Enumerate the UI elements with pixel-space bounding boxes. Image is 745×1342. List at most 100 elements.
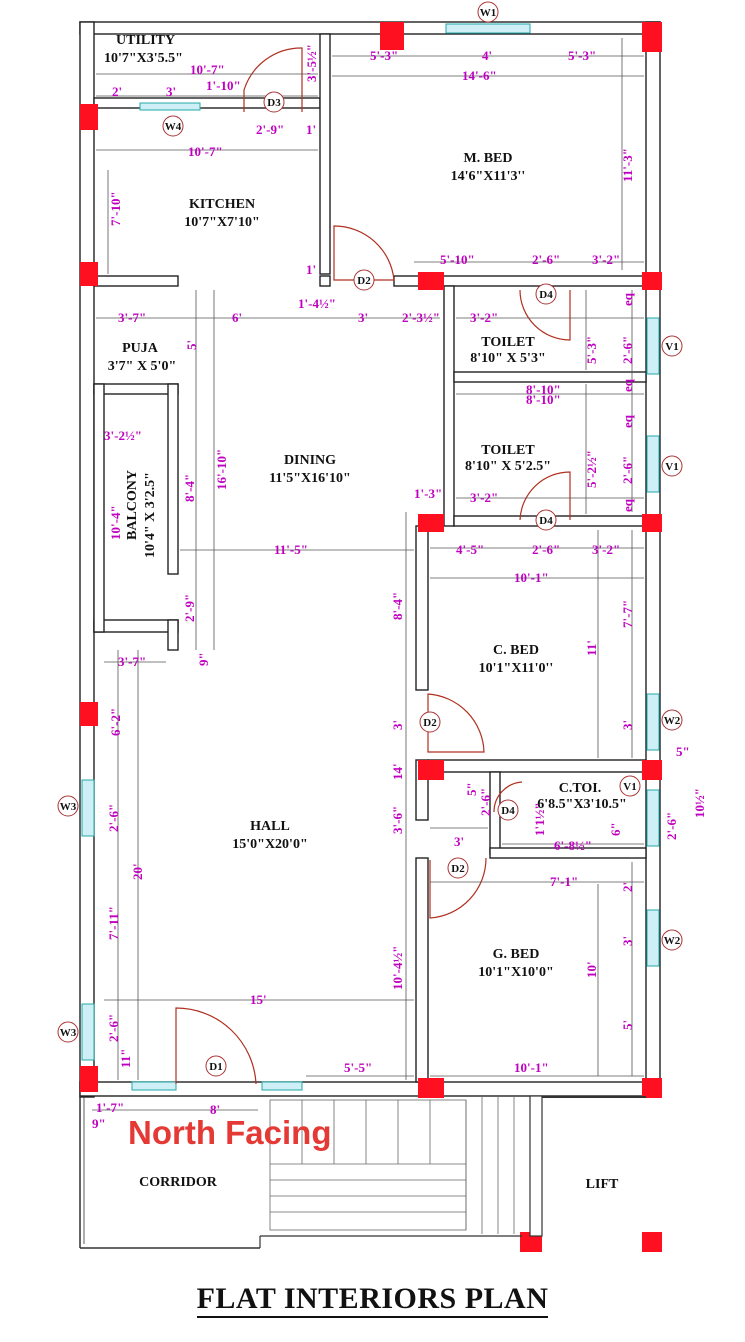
dim-label: 3'-7" [118,310,146,325]
dim-label: 5'-3" [584,336,599,364]
tag-d2c: D2 [447,857,469,879]
dim-label: 2'-9" [256,122,284,137]
dim-label: 3'-5½" [304,44,319,82]
dim-label: 5'-10" [440,252,475,267]
dim-label: 5" [676,744,690,759]
dim-label: 2'-6" [664,812,679,840]
tag-w3b-label: W3 [60,1027,77,1039]
tag-w1-label: W1 [480,7,497,19]
staircase [269,1096,515,1234]
dining-name: DINING [284,453,336,468]
dim-label: 9" [92,1116,106,1131]
dim-label: 10'-1" [514,570,549,585]
dim-label: 5'-2½" [584,450,599,488]
tag-d3-label: D3 [267,97,281,109]
dim-label: 5'-3" [568,48,596,63]
dim-label: 11'-5" [274,542,308,557]
dim-label: 3'-7" [118,654,146,669]
tag-d1-label: D1 [209,1061,222,1073]
dim-label: 2'-6" [106,1014,121,1042]
tag-w4-label: W4 [165,121,182,133]
lift-name: LIFT [586,1177,619,1192]
dim-label: eq [620,292,635,306]
dim-label: 10'-4½" [390,946,405,990]
dim-label: 1'-10" [206,78,241,93]
dim-label: 3'-2" [592,542,620,557]
dim-label: 5'-5" [344,1060,372,1075]
dim-label: 7'-10" [108,191,123,226]
dim-label: 10½" [692,788,707,818]
interior-walls [93,33,647,1083]
dim-label: 10'-7" [188,144,223,159]
tag-d4b-label: D4 [539,515,553,527]
balcony-size: 10'4" X 3'2.5" [143,472,158,558]
puja-name: PUJA [122,341,159,356]
dim-label: 7'-1" [550,874,578,889]
tag-w1: W1 [477,1,499,23]
tag-d2c-label: D2 [451,863,465,875]
tag-w2b: W2 [661,929,683,951]
mbed-size: 14'6"X11'3'' [451,169,526,184]
dim-label: 16'-10" [214,449,229,490]
structural-columns [80,22,662,1252]
dim-label: 8'-10" [526,392,561,407]
tag-d3: D3 [263,91,285,113]
dim-label: 7'-7" [620,600,635,628]
dim-label: 3' [358,310,368,325]
cbed-name: C. BED [493,643,539,658]
tag-v1a-label: V1 [665,341,678,353]
dim-label: 4'-5" [456,542,484,557]
tag-d4c: D4 [497,799,519,821]
dim-label: 3' [454,834,464,849]
tag-d4c-label: D4 [501,805,515,817]
utility-name: UTILITY [116,33,175,48]
tag-v1b-label: V1 [665,461,678,473]
plan-title-text: FLAT INTERIORS PLAN [196,1282,549,1318]
dim-label: 2'-3½" [402,310,440,325]
dim-label: 2'-9" [182,594,197,622]
lift-shaft [529,1095,646,1237]
tag-d1: D1 [205,1055,227,1077]
dim-label: 10'-7" [190,62,225,77]
tag-d2b: D2 [419,711,441,733]
dim-label: 6'-2" [108,708,123,736]
dim-label: 11' [584,640,599,656]
dim-label: 5' [620,1020,635,1030]
room-labels: UTILITY 10'7"X3'5.5" KITCHEN 10'7"X7'10"… [104,33,627,1192]
dim-label: 2' [112,84,122,99]
dim-label: 2'-6" [620,456,635,484]
dim-label: 5" [464,782,479,796]
dim-label: 2' [620,882,635,892]
dim-label: 8'-4" [390,592,405,620]
dim-label: 2'-6" [478,788,493,816]
toilet1-name: TOILET [481,335,535,350]
dim-label: 3'-2" [592,252,620,267]
plan-title: FLAT INTERIORS PLAN [0,1282,745,1318]
mbed-name: M. BED [464,151,513,166]
dim-label: 3'-2" [470,310,498,325]
tag-w4: W4 [162,115,184,137]
tag-w2a: W2 [661,709,683,731]
ctoi-size: 6'8.5"X3'10.5" [537,797,626,812]
dim-label: eq [620,414,635,428]
north-facing-note: North Facing [128,1114,332,1151]
dimension-labels: 10'-7" 3'-5½" 1'-10" 2' 3' 2'-9" 1' 10'-… [92,44,707,1131]
tag-v1a: V1 [661,335,683,357]
corridor-area [79,1096,522,1249]
tag-v1c-label: V1 [623,781,636,793]
dim-label: 10'-4" [108,505,123,540]
dim-label: 4' [482,48,492,63]
utility-size: 10'7"X3'5.5" [104,51,183,66]
toilet1-size: 8'10" X 5'3" [470,351,545,366]
puja-size: 3'7" X 5'0" [108,359,176,374]
toilet2-size: 8'10" X 5'2.5" [465,459,551,474]
tag-d4a: D4 [535,283,557,305]
dim-label: 2'-6" [620,336,635,364]
dim-label: 15' [250,992,267,1007]
ctoi-name: C.TOI. [559,781,602,796]
tag-w3a-label: W3 [60,801,77,813]
dim-label: 8'-10" [526,382,561,397]
toilet2-name: TOILET [481,443,535,458]
dim-label: 20' [130,863,145,880]
dim-label: 10' [584,961,599,978]
